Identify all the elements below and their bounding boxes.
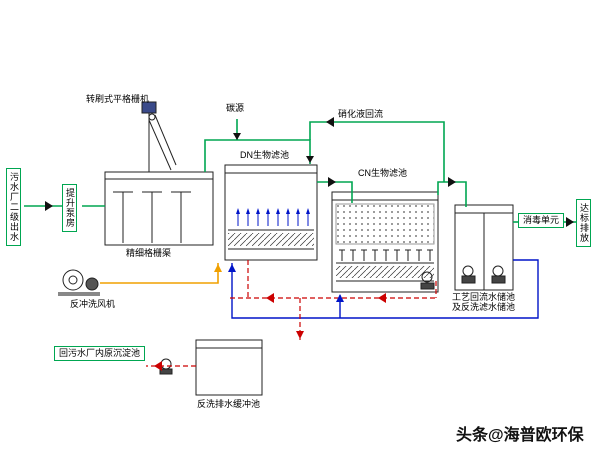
air-scour-line [100,263,219,284]
influent-label: 污水厂二级出水 [6,168,21,246]
return-to-sedimentation-label: 回污水厂内原沉淀池 [54,346,146,361]
dn-filter-nozzles [236,208,310,226]
main-flow-lines [24,119,576,223]
backwash-buffer-tank-label: 反洗排水缓冲池 [197,399,261,409]
storage-tank-label-line2: 及反洗滤水储池 [452,302,516,313]
backwash-blower-icon [58,269,100,296]
screen-machine-label: 转刷式平格栅机 [86,94,150,104]
dn-filter-label: DN生物滤池 [240,150,289,160]
storage-tanks [454,204,514,291]
fine-screen-channel-tank [104,171,214,246]
cn-biofilter-tank [331,191,439,293]
watermark-text: 头条@海普欧环保 [456,427,584,444]
storage-tank-label: 工艺回流水储池 及反洗滤水储池 [452,292,515,313]
nitrified-return-label: 硝化液回流 [338,109,384,119]
fine-screen-channel-label: 精细格栅渠 [126,248,172,258]
dn-biofilter-tank [224,164,318,261]
rotary-screen-machine-icon [141,101,177,172]
carbon-source-label: 碳源 [226,103,245,113]
backwash-blower-label: 反冲洗风机 [70,299,116,309]
pump-house-label: 提升泵房 [62,184,77,232]
cn-filter-label: CN生物滤池 [358,168,407,178]
disinfection-unit-label: 消毒单元 [518,213,565,228]
storage-tank-label-line1: 工艺回流水储池 [452,292,516,302]
discharge-label: 达标排放 [576,199,591,247]
cn-filter-nozzles [339,249,433,261]
cn-filter-pump-icon [420,271,435,290]
flow-direction-arrows [45,117,574,371]
backwash-buffer-tank-shape [195,339,263,396]
